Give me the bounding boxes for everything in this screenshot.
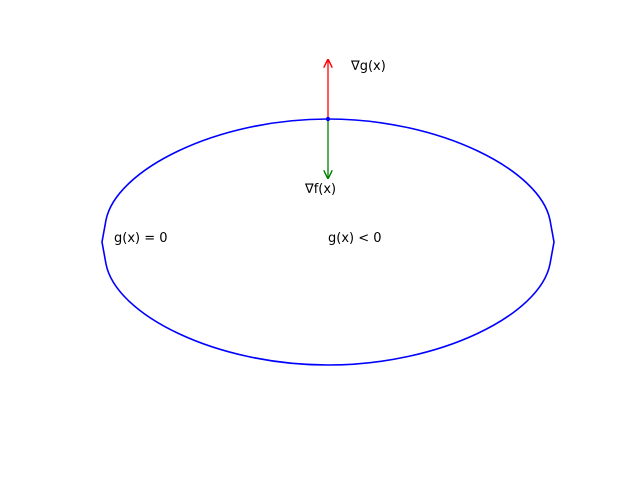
tangent-point [325, 116, 331, 122]
interior-label: g(x) < 0 [328, 231, 382, 246]
grad-f-label: ∇f(x) [304, 182, 336, 197]
constraint-curve [101, 118, 555, 366]
boundary-label: g(x) = 0 [114, 231, 168, 246]
grad-g-label: ∇g(x) [350, 59, 386, 74]
